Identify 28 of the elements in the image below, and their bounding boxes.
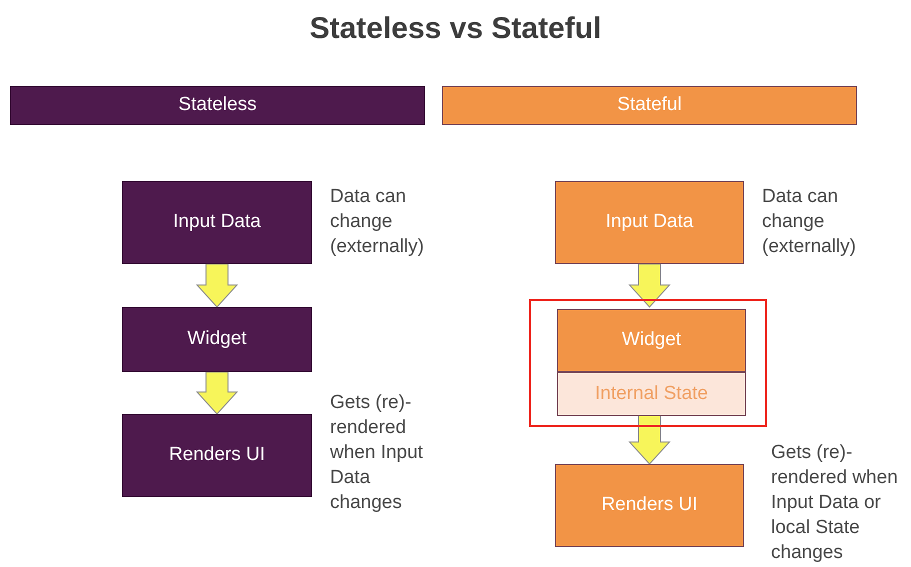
highlight-frame	[529, 299, 767, 427]
diagram-title: Stateless vs Stateful	[308, 12, 602, 46]
process-box	[555, 181, 744, 264]
box-label: Widget	[187, 328, 247, 351]
box-label: Input Data	[173, 211, 261, 234]
side-note: Gets (re)-rendered when Input Data changes	[330, 391, 424, 515]
arrow	[196, 372, 238, 415]
side-note: Data can change (externally)	[330, 185, 425, 259]
header-label: Stateless	[178, 94, 257, 117]
arrow	[628, 414, 671, 465]
section-header-bar	[442, 86, 857, 125]
process-box	[122, 414, 312, 497]
section-header-bar	[10, 86, 425, 125]
process-box	[557, 309, 746, 372]
process-box	[122, 181, 312, 264]
side-note: Data can change (externally)	[762, 185, 857, 259]
box-label: Internal State	[594, 382, 708, 406]
box-label: Widget	[622, 329, 682, 352]
box-label: Input Data	[606, 211, 694, 234]
box-label: Renders UI	[601, 494, 698, 517]
side-note: Gets (re)-rendered when Input Data or local State changes	[771, 441, 899, 565]
process-box	[555, 464, 744, 547]
arrow	[196, 264, 238, 308]
state-band	[557, 372, 746, 416]
arrow	[628, 264, 671, 308]
box-label: Renders UI	[168, 444, 266, 467]
process-box	[122, 307, 312, 372]
header-label: Stateful	[617, 94, 682, 117]
